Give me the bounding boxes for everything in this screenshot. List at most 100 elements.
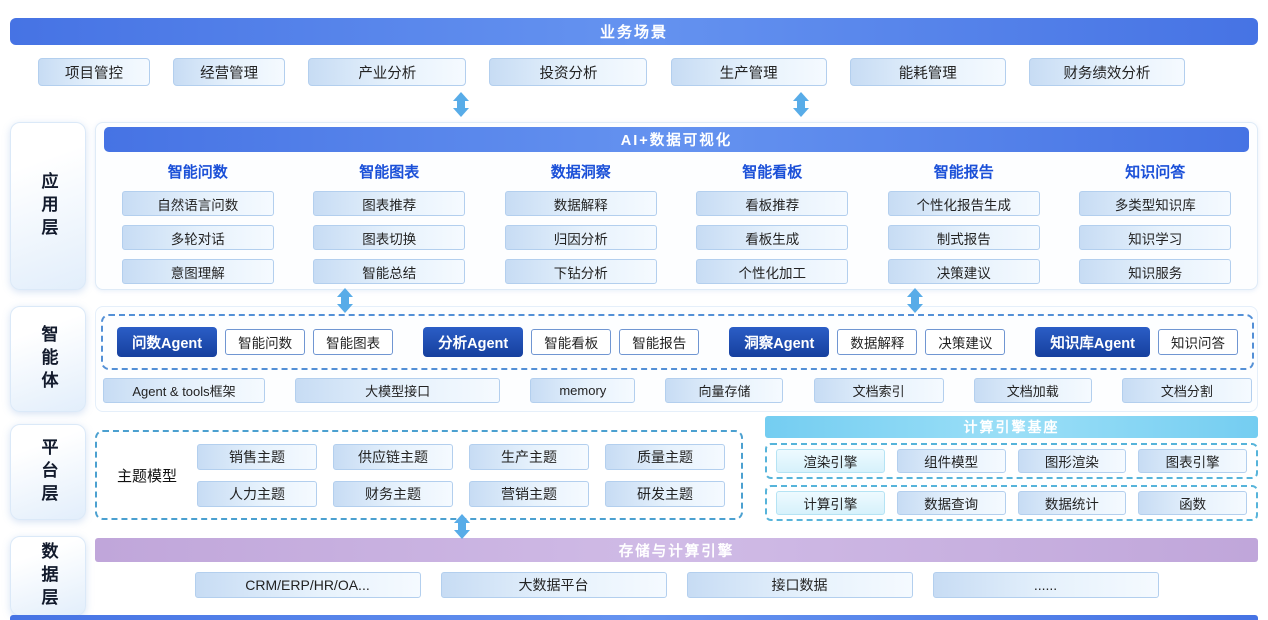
tool-item[interactable]: 大模型接口	[295, 378, 501, 403]
app-column: 知识问答 多类型知识库 知识学习 知识服务	[1060, 160, 1252, 284]
app-column: 智能问数 自然语言问数 多轮对话 意图理解	[102, 160, 294, 284]
column-title: 智能看板	[742, 163, 803, 181]
feature-button[interactable]: 图表切换	[313, 225, 466, 250]
tool-item[interactable]: 向量存储	[665, 378, 784, 403]
engine-cell[interactable]: 数据查询	[896, 491, 1006, 515]
capability-pill[interactable]: 决策建议	[925, 329, 1006, 355]
capability-pill[interactable]: 数据解释	[837, 329, 918, 355]
business-scenario-button[interactable]: 投资分析	[489, 58, 648, 86]
business-scenario-button[interactable]: 财务绩效分析	[1028, 58, 1185, 86]
agent-layer-card: 问数Agent 智能问数 智能图表 分析Agent 智能看板 智能报告 洞察Ag…	[95, 306, 1258, 412]
theme-button[interactable]: 销售主题	[197, 443, 317, 470]
flow-arrow	[336, 288, 354, 313]
data-layer-header: 存储与计算引擎	[95, 538, 1258, 562]
feature-button[interactable]: 数据解释	[504, 191, 657, 216]
agent-pill[interactable]: 知识库Agent	[1035, 327, 1150, 357]
feature-button[interactable]: 看板生成	[696, 225, 849, 250]
column-title: 智能图表	[359, 163, 420, 181]
app-column: 数据洞察 数据解释 归因分析 下钻分析	[485, 160, 677, 284]
flow-arrow	[906, 288, 924, 313]
data-source-button[interactable]: ......	[932, 572, 1159, 598]
capability-pill[interactable]: 智能看板	[531, 329, 612, 355]
layer-label-platform: 平台层	[10, 424, 86, 520]
feature-button[interactable]: 知识学习	[1079, 225, 1232, 250]
business-scenario-button[interactable]: 产业分析	[308, 58, 467, 86]
tool-item[interactable]: 文档索引	[813, 378, 944, 403]
business-scenario-button[interactable]: 能耗管理	[849, 58, 1006, 86]
feature-button[interactable]: 多轮对话	[121, 225, 274, 250]
tool-item[interactable]: 文档加载	[973, 378, 1092, 403]
app-layer-header: AI+数据可视化	[104, 127, 1249, 152]
feature-button[interactable]: 图表推荐	[313, 191, 466, 216]
column-title: 智能问数	[167, 163, 228, 181]
layer-label-text: 智能体	[38, 324, 58, 394]
data-source-button[interactable]: 接口数据	[686, 572, 913, 598]
theme-model-label: 主题模型	[116, 467, 177, 485]
business-scenario-button[interactable]: 生产管理	[670, 58, 827, 86]
tool-item[interactable]: Agent & tools框架	[103, 378, 265, 403]
layer-label-agent: 智能体	[10, 306, 86, 412]
business-scenarios-header: 业务场景	[10, 18, 1258, 45]
business-scenario-button[interactable]: 经营管理	[173, 58, 286, 86]
agent-group: 问数Agent 智能问数 智能图表	[117, 327, 394, 357]
layer-label-data: 数据层	[10, 536, 86, 616]
theme-button[interactable]: 供应链主题	[333, 443, 453, 470]
agent-tools-row: Agent & tools框架 大模型接口 memory 向量存储 文档索引 文…	[103, 378, 1252, 403]
tool-item[interactable]: memory	[530, 378, 636, 403]
cropped-bottom-bar	[10, 615, 1258, 620]
feature-button[interactable]: 个性化加工	[696, 259, 849, 284]
feature-button[interactable]: 知识服务	[1079, 259, 1232, 284]
agent-pill[interactable]: 洞察Agent	[729, 327, 830, 357]
capability-pill[interactable]: 智能图表	[313, 329, 394, 355]
agent-group: 知识库Agent 知识问答	[1035, 327, 1238, 357]
theme-button[interactable]: 质量主题	[605, 443, 725, 470]
theme-button[interactable]: 营销主题	[469, 480, 589, 507]
app-column: 智能图表 图表推荐 图表切换 智能总结	[294, 160, 486, 284]
engine-cell[interactable]: 图表引擎	[1138, 449, 1247, 473]
feature-button[interactable]: 看板推荐	[696, 191, 849, 216]
engine-row-label[interactable]: 渲染引擎	[776, 449, 885, 473]
capability-pill[interactable]: 智能问数	[225, 329, 306, 355]
feature-button[interactable]: 制式报告	[887, 225, 1040, 250]
agent-group: 洞察Agent 数据解释 决策建议	[729, 327, 1006, 357]
app-layer-card: AI+数据可视化 智能问数 自然语言问数 多轮对话 意图理解 智能图表 图表推荐…	[95, 122, 1258, 290]
feature-button[interactable]: 决策建议	[887, 259, 1040, 284]
layer-label-text: 数据层	[38, 541, 58, 611]
capability-pill[interactable]: 智能报告	[619, 329, 700, 355]
engine-row: 计算引擎 数据查询 数据统计 函数	[765, 485, 1258, 521]
agent-group: 分析Agent 智能看板 智能报告	[423, 327, 700, 357]
agent-pill[interactable]: 分析Agent	[423, 327, 524, 357]
layer-label-text: 应用层	[38, 171, 58, 241]
engine-cell[interactable]: 数据统计	[1017, 491, 1127, 515]
theme-button[interactable]: 人力主题	[197, 480, 317, 507]
tool-item[interactable]: 文档分割	[1121, 378, 1252, 403]
feature-button[interactable]: 下钻分析	[504, 259, 657, 284]
layer-label-text: 平台层	[38, 437, 58, 507]
feature-button[interactable]: 自然语言问数	[121, 191, 274, 216]
theme-button[interactable]: 生产主题	[469, 443, 589, 470]
engine-cell[interactable]: 组件模型	[896, 449, 1006, 473]
data-source-button[interactable]: 大数据平台	[440, 572, 667, 598]
engine-row-label[interactable]: 计算引擎	[776, 491, 885, 515]
theme-button[interactable]: 财务主题	[333, 480, 453, 507]
engine-cell[interactable]: 函数	[1138, 491, 1247, 515]
column-title: 智能报告	[933, 163, 994, 181]
capability-pill[interactable]: 知识问答	[1157, 329, 1238, 355]
feature-button[interactable]: 意图理解	[121, 259, 274, 284]
theme-model-box: 主题模型 销售主题 供应链主题 生产主题 质量主题 人力主题 财务主题 营销主题…	[95, 430, 743, 520]
theme-button[interactable]: 研发主题	[605, 480, 725, 507]
engine-cell[interactable]: 图形渲染	[1017, 449, 1127, 473]
data-source-button[interactable]: CRM/ERP/HR/OA...	[194, 572, 421, 598]
feature-button[interactable]: 归因分析	[504, 225, 657, 250]
feature-button[interactable]: 智能总结	[313, 259, 466, 284]
flow-arrow	[792, 92, 810, 117]
business-scenarios-row: 项目管控 经营管理 产业分析 投资分析 生产管理 能耗管理 财务绩效分析	[38, 58, 1185, 86]
feature-button[interactable]: 个性化报告生成	[887, 191, 1040, 216]
engine-row: 渲染引擎 组件模型 图形渲染 图表引擎	[765, 443, 1258, 479]
agent-pill[interactable]: 问数Agent	[117, 327, 218, 357]
business-scenario-button[interactable]: 项目管控	[38, 58, 150, 86]
app-columns: 智能问数 自然语言问数 多轮对话 意图理解 智能图表 图表推荐 图表切换 智能总…	[102, 160, 1251, 284]
theme-grid: 销售主题 供应链主题 生产主题 质量主题 人力主题 财务主题 营销主题 研发主题	[197, 443, 725, 507]
layer-label-application: 应用层	[10, 122, 86, 290]
feature-button[interactable]: 多类型知识库	[1079, 191, 1232, 216]
